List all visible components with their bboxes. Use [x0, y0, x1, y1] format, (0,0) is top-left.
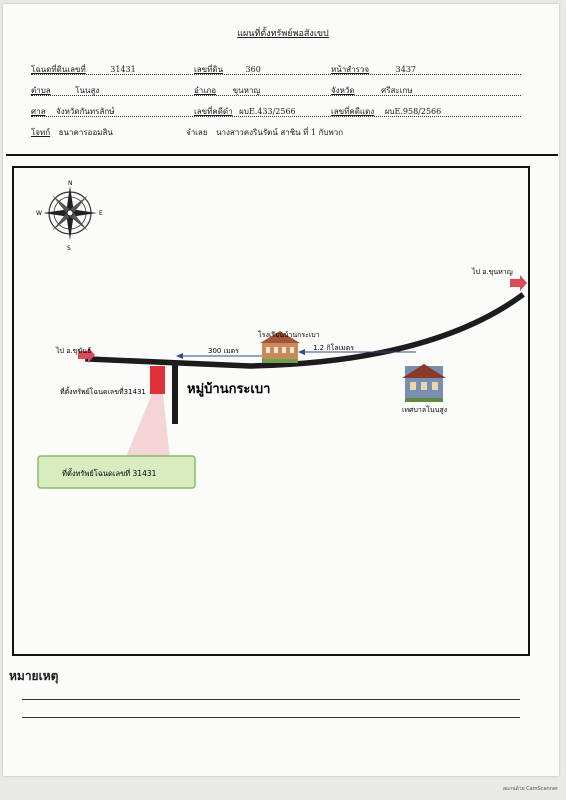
compass-east-label: E: [99, 210, 103, 217]
survey-page-field: หน้าสำรวจ 3437: [331, 63, 416, 76]
plaintiff-field: โจทก์ ธนาคารออมสิน: [31, 126, 113, 139]
arrow-300m-icon: [176, 353, 262, 359]
province-value: ศรีสะเกษ: [381, 86, 413, 95]
defendant-value: นางสาวคงรินรัตน์ สาชิน ที่ 1 กับพวก: [216, 128, 344, 137]
compass-rose-icon: [43, 186, 97, 240]
court-field: ศาล จังหวัดกันทรลักษ์: [31, 105, 115, 118]
village-label: หมู่บ้านกระเบา: [187, 381, 270, 397]
property-callout-label: ที่ตั้งทรัพย์โฉนดเลขที่ 31431: [62, 468, 157, 478]
survey-page-value: 3437: [395, 65, 416, 74]
black-case-label: เลขที่คดีดำ: [194, 107, 233, 116]
property-short-label: ที่ตั้งทรัพย์โฉนดเลขที่31431: [60, 385, 146, 396]
arrow-1-2km-icon: [298, 349, 416, 355]
compass-west-label: W: [36, 210, 42, 217]
municipality-label: เทศบาลโนนสูง: [402, 405, 447, 414]
row-underline: [31, 95, 521, 96]
municipality-building-icon: [402, 364, 446, 402]
subdistrict-value: โนนสูง: [75, 86, 100, 95]
callout-pointer: [125, 394, 170, 459]
arrow-to-khukhan-icon: [78, 347, 95, 363]
black-case-field: เลขที่คดีดำ ผบE.433/2566: [194, 105, 296, 118]
main-road: [85, 292, 525, 369]
deed-number-label: โฉนดที่ดินเลขที่: [31, 65, 86, 74]
defendant-label: จำเลย: [186, 128, 208, 137]
deed-number-value: 31431: [110, 65, 136, 74]
red-case-value: ผบE.958/2566: [384, 107, 442, 116]
remarks-line: [22, 717, 520, 718]
to-khukhan-label: ไป อ.ขุขันธ์: [55, 346, 91, 355]
property-callout-box: [37, 455, 196, 489]
district-value: ขุนหาญ: [232, 86, 261, 95]
remarks-title: หมายเหตุ: [9, 669, 59, 683]
black-case-value: ผบE.433/2566: [239, 107, 296, 116]
red-case-label: เลขที่คดีแดง: [331, 107, 375, 116]
to-khunhan-label: ไป อ.ขุนหาญ: [471, 267, 513, 276]
subdistrict-field: ตำบล โนนสูง: [31, 84, 99, 97]
defendant-field: จำเลย นางสาวคงรินรัตน์ สาชิน ที่ 1 กับพว…: [186, 126, 343, 139]
distance-300m-label: 300 เมตร: [208, 347, 239, 355]
land-number-label: เลขที่ดิน: [194, 65, 224, 74]
court-value: จังหวัดกันทรลักษ์: [56, 107, 115, 116]
land-number-field: เลขที่ดิน 360: [194, 63, 261, 76]
school-label: โรงเรียนบ้านกระเบา: [258, 330, 320, 339]
distance-1-2km-label: 1.2 กิโลเมตร: [313, 343, 354, 352]
district-label: อำเภอ: [194, 86, 217, 95]
school-building-icon: [260, 331, 300, 363]
arrow-to-khunhan-icon: [510, 275, 527, 291]
row-underline: [31, 74, 521, 75]
scanner-watermark: สแกนด้วย CamScanner: [502, 786, 558, 792]
property-marker: [150, 366, 165, 394]
compass-south-label: S: [67, 245, 71, 252]
survey-page-label: หน้าสำรวจ: [331, 65, 370, 74]
subdistrict-label: ตำบล: [31, 86, 51, 95]
deed-number-field: โฉนดที่ดินเลขที่ 31431: [31, 63, 136, 76]
court-label: ศาล: [31, 107, 46, 116]
province-field: จังหวัด ศรีสะเกษ: [331, 84, 413, 97]
side-road: [172, 364, 178, 424]
district-field: อำเภอ ขุนหาญ: [194, 84, 260, 97]
document-page: [3, 4, 559, 776]
compass-north-label: N: [68, 180, 73, 187]
province-label: จังหวัด: [331, 86, 355, 95]
red-case-field: เลขที่คดีแดง ผบE.958/2566: [331, 105, 441, 118]
land-number-value: 360: [245, 65, 261, 74]
plaintiff-label: โจทก์: [31, 128, 51, 137]
map-frame: [12, 166, 530, 656]
plaintiff-value: ธนาคารออมสิน: [58, 128, 113, 137]
document-title: แผนที่ตั้งทรัพย์พอสังเขป: [237, 29, 329, 39]
header-separator: [6, 154, 558, 156]
row-underline: [31, 116, 521, 117]
remarks-line: [22, 699, 520, 700]
